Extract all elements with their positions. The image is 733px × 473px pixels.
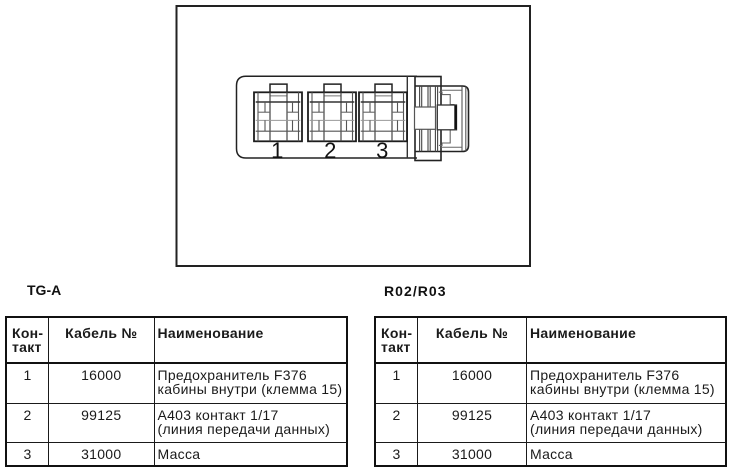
svg-text:1: 1: [271, 138, 283, 163]
svg-text:3: 3: [376, 138, 388, 163]
svg-text:2: 2: [324, 138, 336, 163]
